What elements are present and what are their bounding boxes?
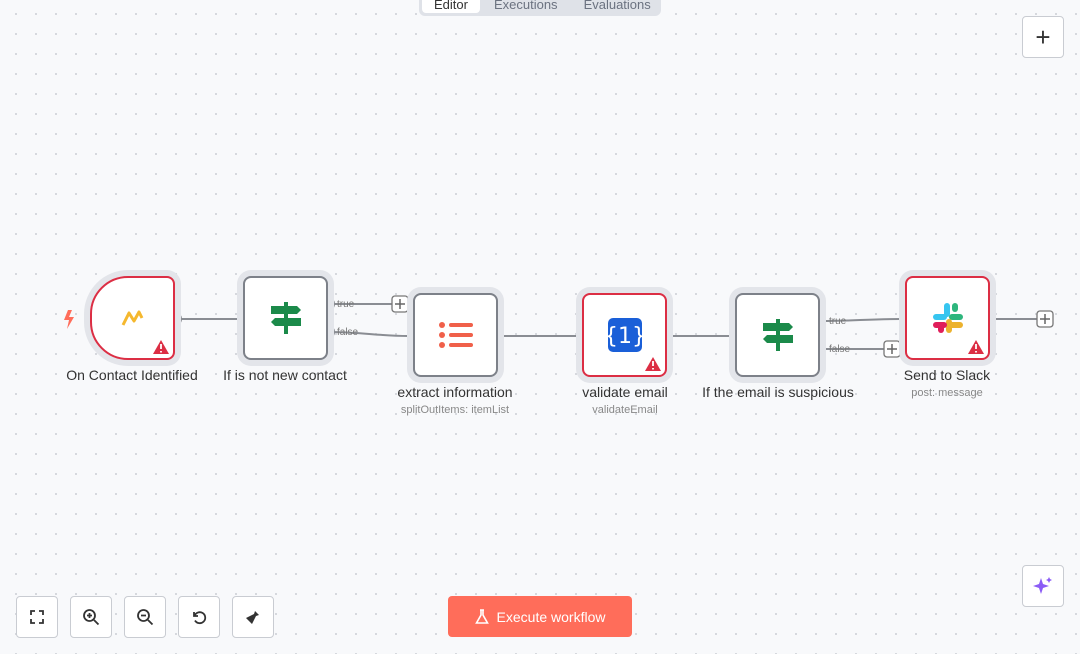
input-handle (900, 312, 906, 326)
tidy-up-button[interactable] (232, 596, 274, 638)
node-send-to-slack[interactable] (905, 276, 990, 360)
zoom-in-icon (83, 609, 100, 626)
broom-icon (246, 611, 259, 624)
node-if-is-not-new-contact[interactable] (243, 276, 328, 360)
fit-view-button[interactable] (16, 596, 58, 638)
edge-if2-true (818, 318, 901, 322)
sparkle-icon (1033, 577, 1052, 594)
tab-executions[interactable]: Executions (493, 0, 558, 12)
ask-ai-button[interactable] (1022, 565, 1064, 607)
edge-label-false: false (337, 327, 359, 338)
code-braces-icon: {1} (607, 318, 642, 352)
input-handle (238, 312, 244, 326)
edge-if1-false (327, 331, 409, 337)
undo-icon (193, 611, 207, 625)
node-label: If is not new contact (223, 367, 347, 383)
fit-view-icon (30, 610, 44, 624)
input-handle (408, 329, 414, 343)
edge-label-true: true (829, 316, 847, 327)
signpost-icon (270, 302, 301, 334)
node-subtitle: validateEmail (592, 404, 658, 416)
warning-icon (968, 340, 984, 354)
zoom-out-icon (137, 609, 154, 626)
list-icon (438, 322, 473, 348)
execute-workflow-button[interactable]: Execute workflow (448, 596, 632, 637)
reset-zoom-button[interactable] (178, 596, 220, 638)
zoom-out-button[interactable] (124, 596, 166, 638)
warning-icon (153, 340, 169, 354)
view-tabs: Editor Executions Evaluations (419, 0, 661, 16)
node-label: If the email is suspicious (702, 384, 854, 400)
trigger-bolt-icon (64, 310, 74, 329)
execute-workflow-label: Execute workflow (496, 608, 606, 625)
plus-icon: + (1035, 21, 1051, 52)
node-subtitle: splitOutItems: itemList (400, 404, 510, 416)
add-node-button[interactable]: + (1022, 16, 1064, 58)
tab-editor[interactable]: Editor (422, 0, 480, 13)
node-subtitle: post: message (911, 387, 983, 399)
node-validate-email[interactable]: {1} (582, 293, 667, 377)
warning-icon (645, 357, 661, 371)
node-extract-information[interactable] (413, 293, 498, 377)
zoom-in-button[interactable] (70, 596, 112, 638)
slack-icon (932, 303, 963, 333)
node-on-contact-identified[interactable] (90, 276, 175, 360)
tab-evaluations[interactable]: Evaluations (583, 0, 651, 12)
mautic-icon (121, 310, 143, 326)
node-if-email-suspicious[interactable] (735, 293, 820, 377)
node-label: extract information (397, 384, 513, 400)
edge-label-true: true (337, 299, 355, 310)
input-handle (578, 329, 584, 343)
signpost-icon (762, 319, 793, 351)
edge-label-false: false (829, 344, 851, 355)
node-label: validate email (582, 384, 668, 400)
node-label: Send to Slack (903, 367, 991, 383)
flask-icon (474, 608, 489, 624)
node-label: On Contact Identified (66, 367, 198, 383)
svg-text:{1}: {1} (608, 324, 642, 349)
input-handle (731, 329, 737, 343)
